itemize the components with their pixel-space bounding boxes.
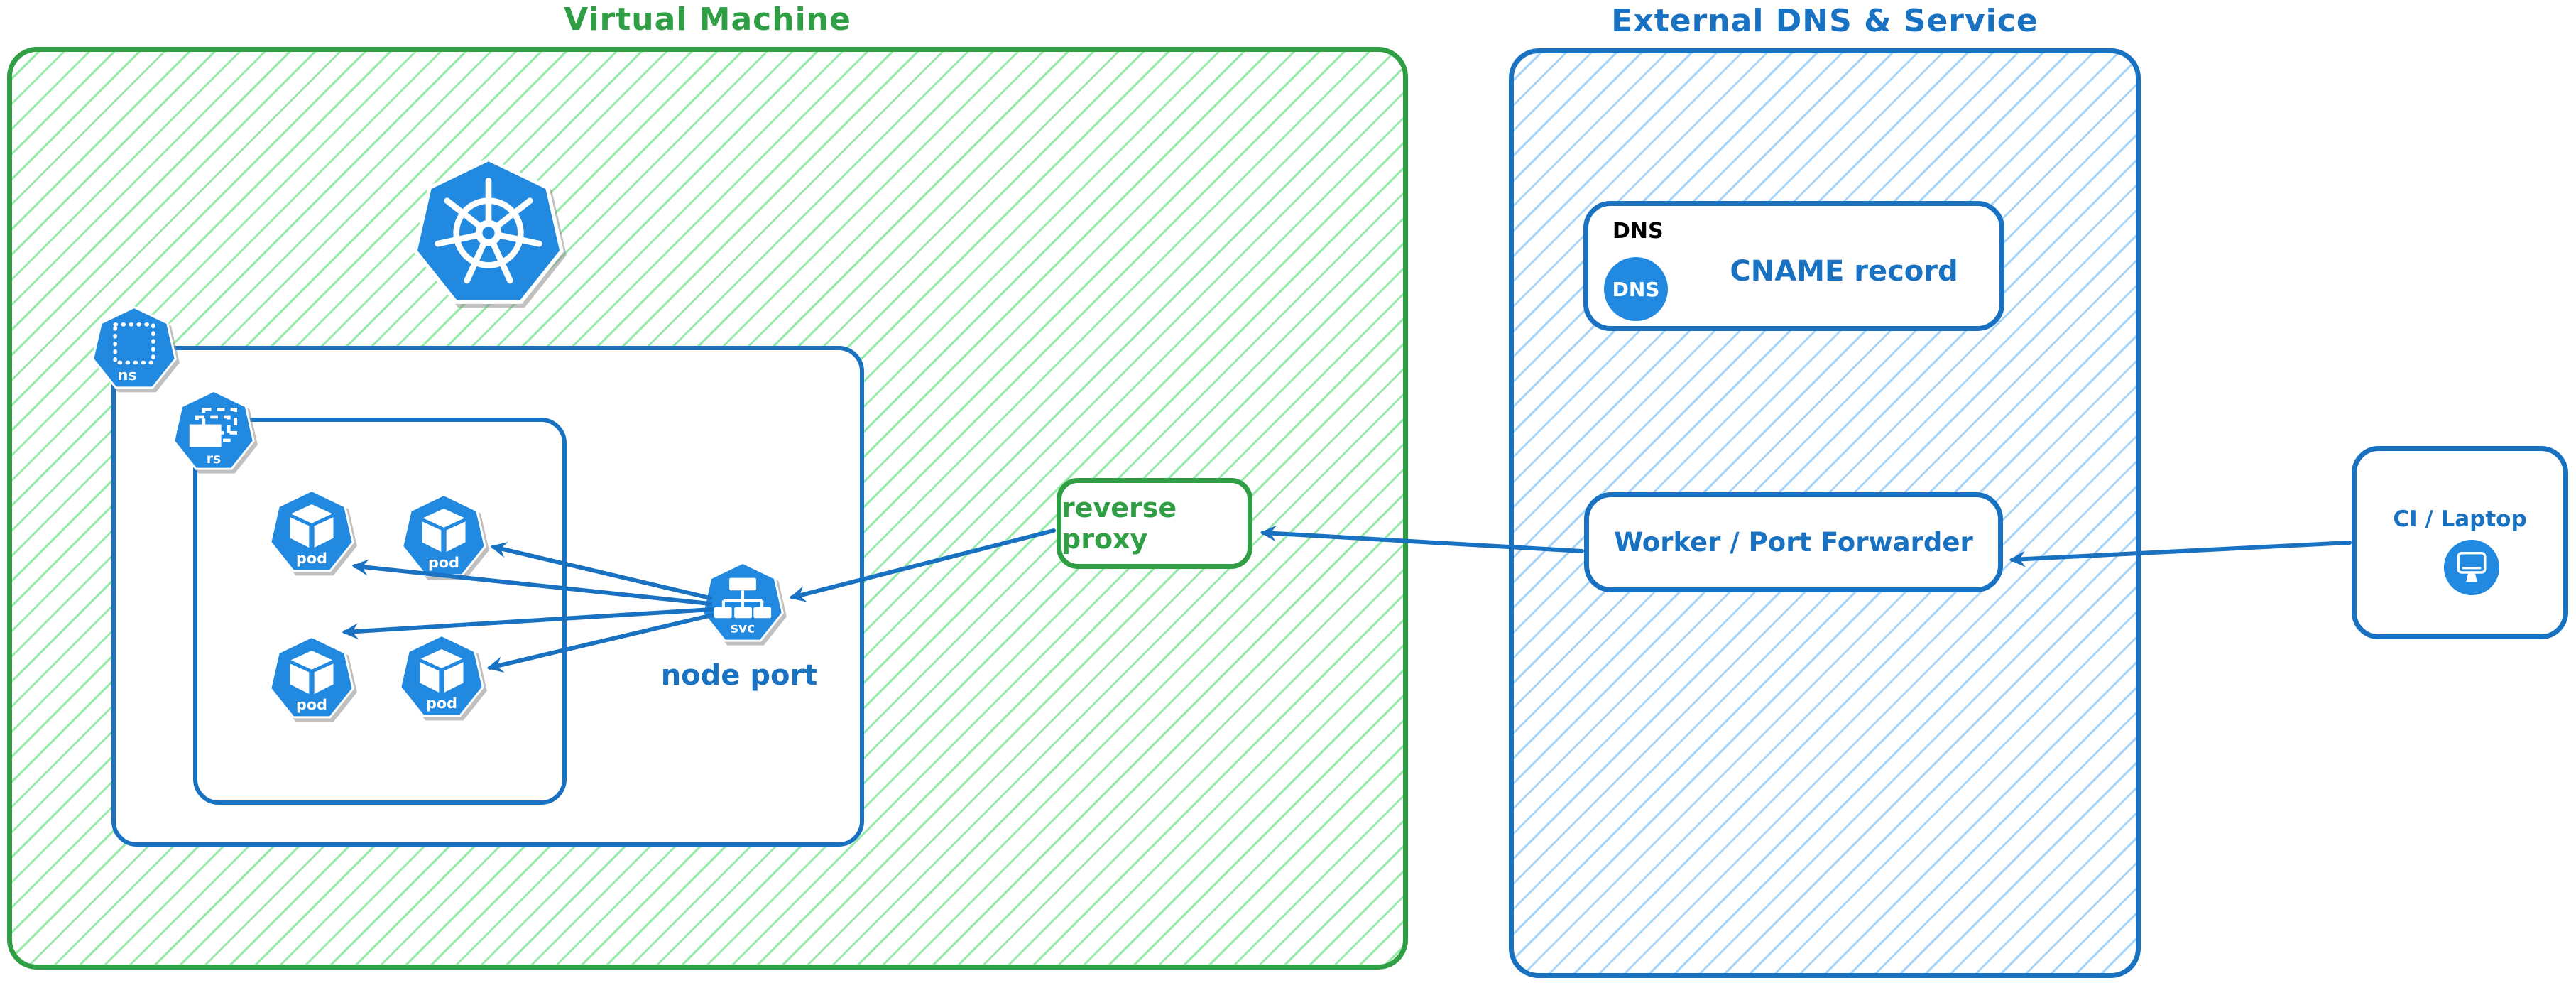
svg-text:pod: pod — [426, 695, 457, 712]
replicaset-icon: rs — [173, 389, 255, 470]
svg-text:pod: pod — [296, 550, 327, 567]
monitor-icon — [2444, 540, 2499, 595]
svg-text:rs: rs — [207, 451, 222, 467]
node-port-label: node port — [660, 659, 818, 692]
dns-icon-text: DNS — [1612, 277, 1660, 301]
cname-record-label: CNAME record — [1730, 254, 1958, 288]
worker-port-forwarder-box: Worker / Port Forwarder — [1584, 492, 2003, 592]
virtual-machine-title: Virtual Machine — [564, 1, 851, 38]
svg-text:svc: svc — [731, 620, 755, 636]
external-dns-service-title: External DNS & Service — [1611, 3, 2039, 39]
pod-icon: pod — [269, 489, 354, 572]
dns-tag-label: DNS — [1612, 219, 1664, 244]
ci-laptop-label: CI / Laptop — [2393, 506, 2527, 532]
pod-icon: pod — [399, 634, 484, 717]
ci-laptop-box: CI / Laptop — [2352, 446, 2568, 639]
svg-text:pod: pod — [428, 554, 459, 571]
worker-port-forwarder-label: Worker / Port Forwarder — [1614, 527, 1973, 558]
kubernetes-logo-icon — [413, 157, 564, 304]
pod-icon: pod — [401, 493, 486, 577]
svg-text:pod: pod — [296, 696, 327, 713]
reverse-proxy-label: reverse proxy — [1061, 492, 1177, 555]
dns-icon: DNS — [1604, 257, 1668, 321]
service-icon: svc — [702, 561, 784, 642]
namespace-icon: ns — [92, 305, 177, 389]
svg-text:ns: ns — [118, 366, 137, 384]
reverse-proxy-box: reverse proxy — [1057, 478, 1252, 569]
replicaset-boundary-box — [193, 418, 567, 805]
pod-icon: pod — [269, 635, 354, 719]
cname-record-box: DNS DNS CNAME record — [1583, 201, 2004, 331]
